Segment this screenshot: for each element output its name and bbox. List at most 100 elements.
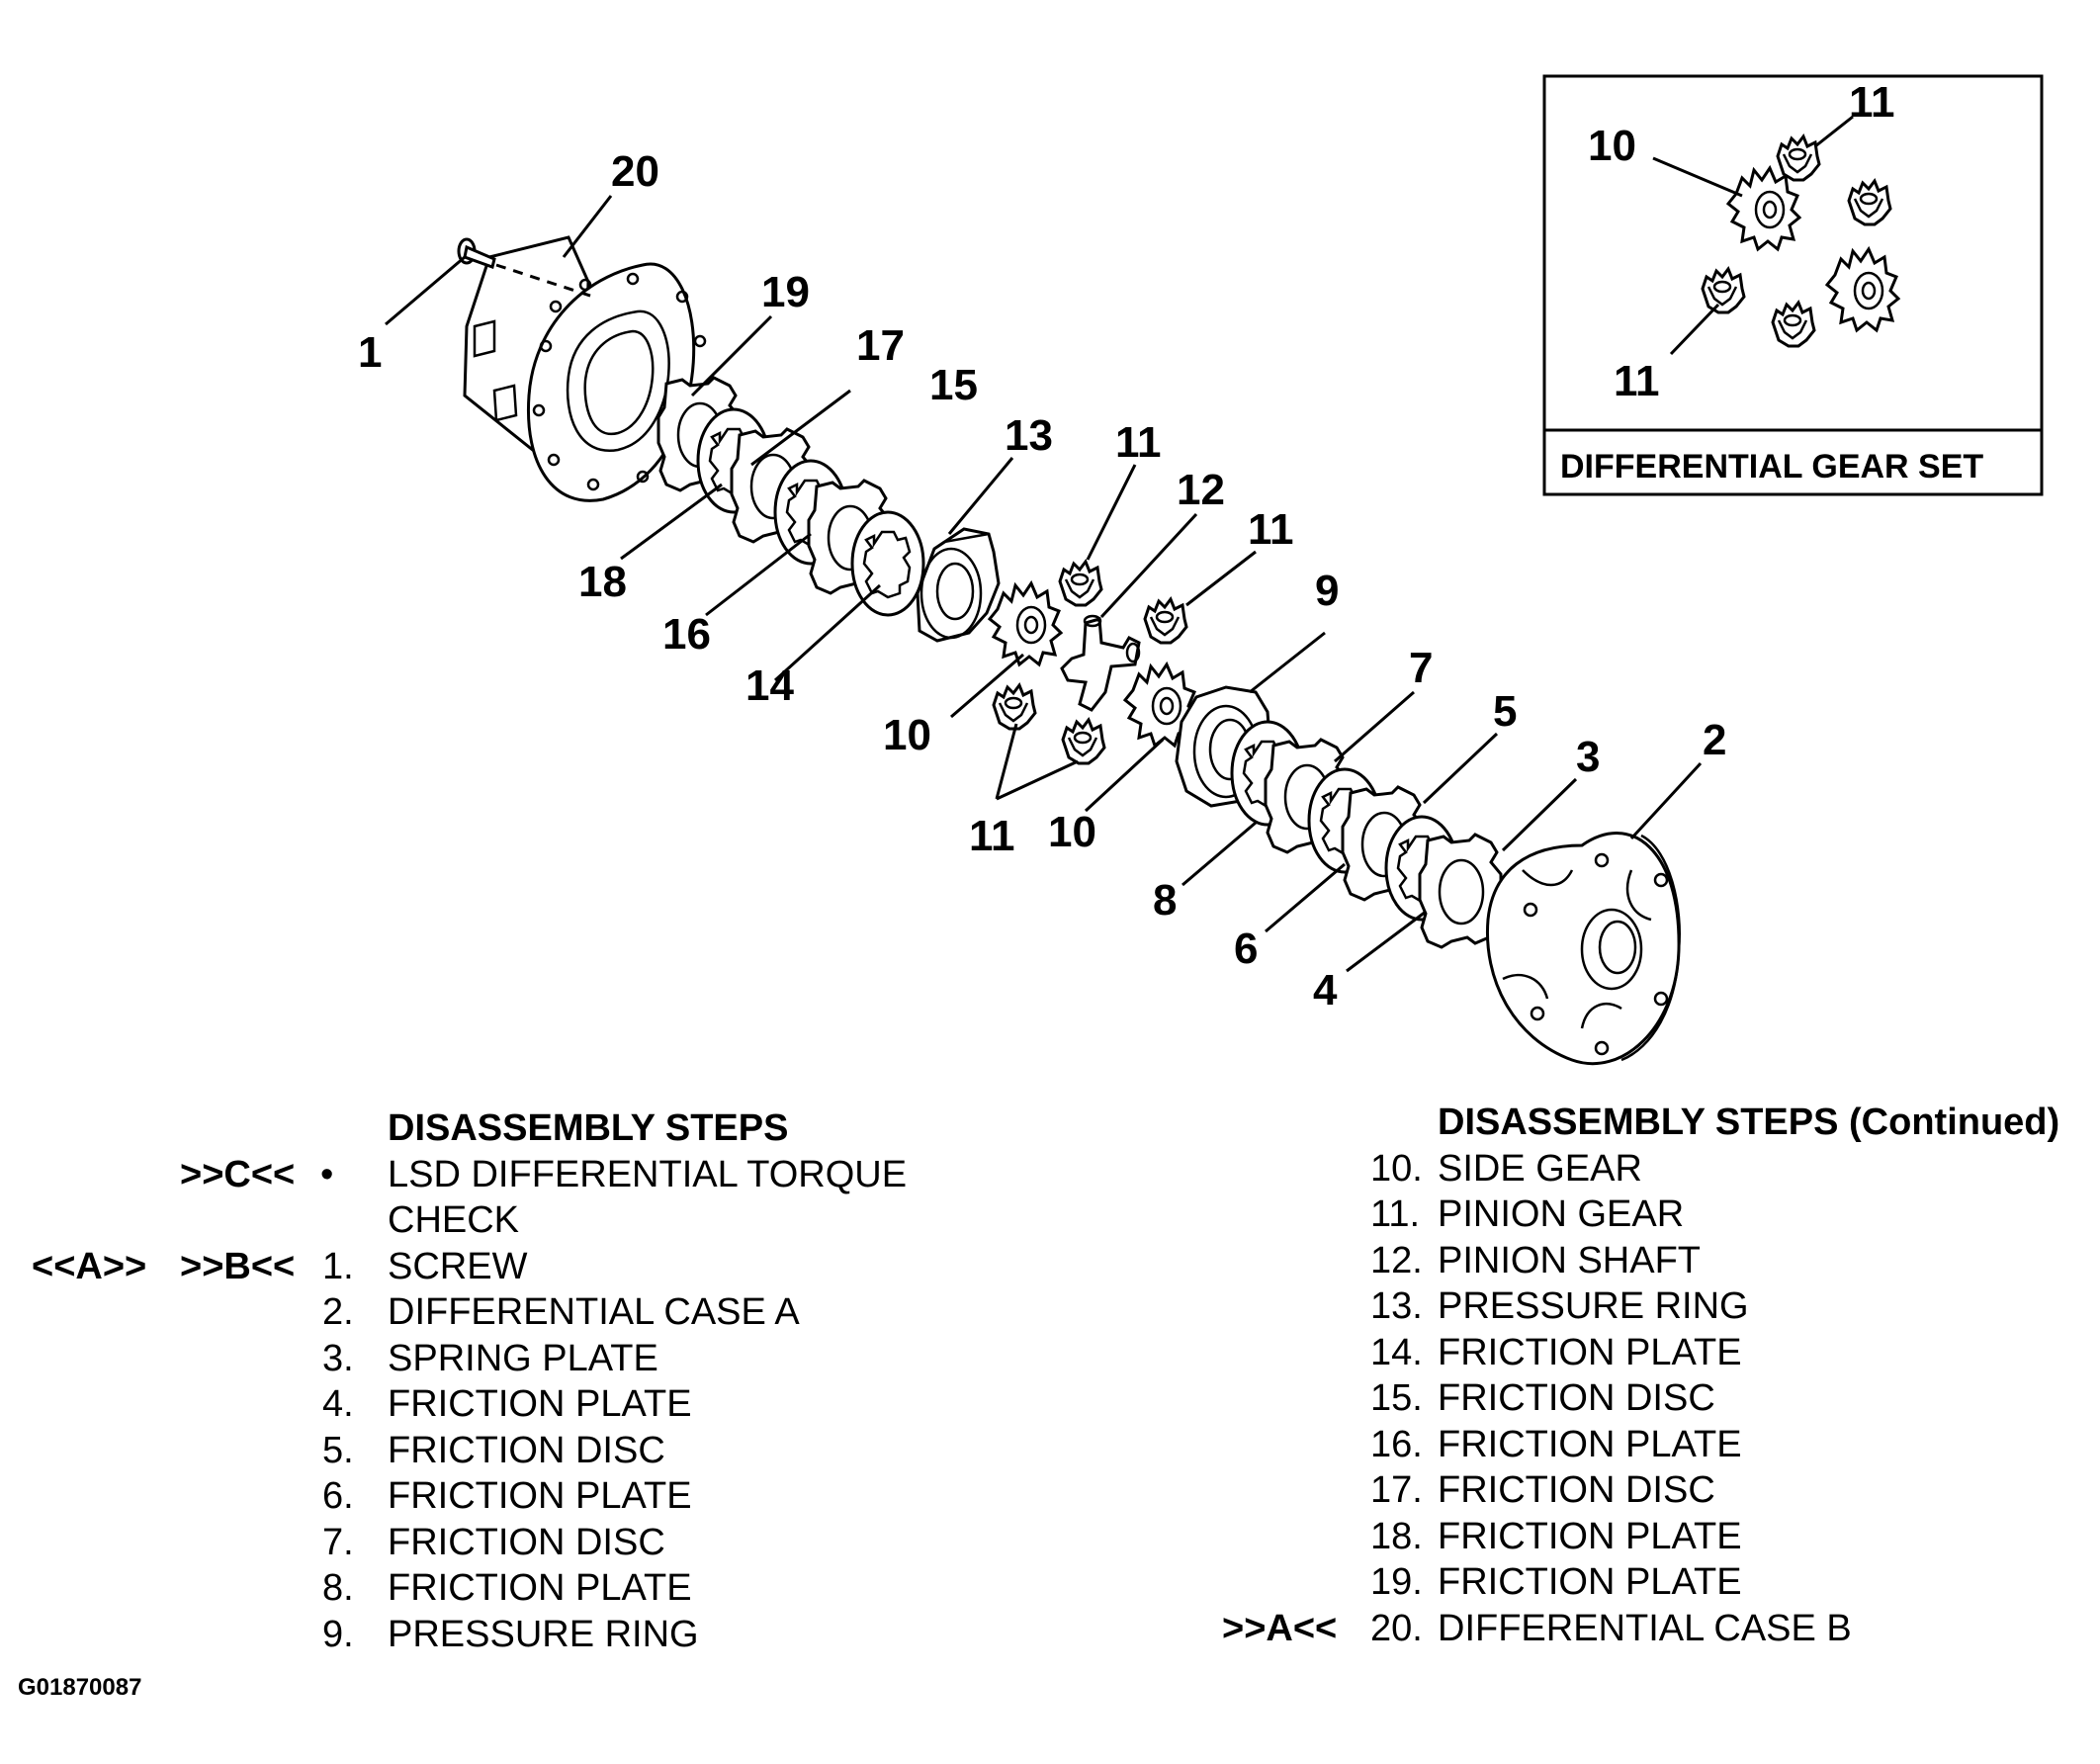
callout-4: 4 (1313, 966, 1338, 1014)
differential-case-a-drawing (1485, 832, 1681, 1066)
step-row: 19. FRICTION PLATE (1186, 1559, 2096, 1606)
steps-right-heading-row: DISASSEMBLY STEPS (Continued) (1186, 1100, 2096, 1146)
step-text: FRICTION DISC (388, 1429, 665, 1471)
step-text: PRESSURE RING (388, 1613, 699, 1655)
step-text: FRICTION PLATE (1438, 1331, 1742, 1373)
pinion-gear-11-drawing (1058, 560, 1103, 607)
step-row: 12. PINION SHAFT (1186, 1238, 2096, 1284)
step-number: 19. (1370, 1561, 1423, 1603)
step-row: 9. PRESSURE RING (0, 1612, 989, 1658)
step-row: 4. FRICTION PLATE (0, 1381, 989, 1428)
step-text: FRICTION DISC (1438, 1377, 1715, 1419)
pinion-gear-11-drawing (1143, 597, 1188, 645)
step-row: 11. PINION GEAR (1186, 1191, 2096, 1238)
step-row: >>A<< 20. DIFFERENTIAL CASE B (1186, 1606, 2096, 1652)
step-row: 8. FRICTION PLATE (0, 1565, 989, 1612)
step-number: 14. (1370, 1331, 1423, 1373)
callout-13: 13 (1005, 411, 1053, 460)
callout-9: 9 (1315, 567, 1339, 615)
step-text: CHECK (388, 1199, 520, 1241)
step-row: 16. FRICTION PLATE (1186, 1422, 2096, 1468)
steps-left-heading: DISASSEMBLY STEPS (388, 1107, 789, 1149)
step-row: CHECK (0, 1197, 989, 1244)
steps-right-heading: DISASSEMBLY STEPS (Continued) (1438, 1102, 2060, 1143)
callout-2: 2 (1703, 716, 1726, 764)
step-row: 2. DIFFERENTIAL CASE A (0, 1289, 989, 1336)
gear-set-inset: DIFFERENTIAL GEAR SET 10 11 11 (1542, 74, 2044, 496)
callout-16: 16 (662, 610, 711, 659)
step-number: 18. (1370, 1515, 1423, 1557)
step-text: SPRING PLATE (388, 1337, 658, 1379)
step-number: 8. (322, 1567, 354, 1609)
step-text: FRICTION PLATE (388, 1475, 692, 1517)
step-mark-b: >>B<< (180, 1245, 296, 1287)
steps-left-heading-row: DISASSEMBLY STEPS (0, 1105, 989, 1152)
step-number: 20. (1370, 1607, 1423, 1649)
step-mark-b: >>C<< (180, 1153, 296, 1195)
step-number: 1. (322, 1245, 354, 1287)
step-row: 7. FRICTION DISC (0, 1520, 989, 1566)
callout-14: 14 (745, 662, 794, 710)
step-text: SCREW (388, 1245, 528, 1287)
step-row: 13. PRESSURE RING (1186, 1283, 2096, 1330)
step-row: 5. FRICTION DISC (0, 1428, 989, 1474)
pressure-ring-13-drawing (916, 527, 1001, 643)
step-number: 6. (322, 1475, 354, 1517)
step-number: 17. (1370, 1469, 1423, 1511)
disassembly-steps-right: DISASSEMBLY STEPS (Continued) 10. SIDE G… (1186, 1100, 2096, 1651)
callout-8: 8 (1153, 876, 1177, 925)
inset-callout-11-bottom: 11 (1614, 357, 1660, 405)
step-text: PINION SHAFT (1438, 1239, 1702, 1281)
step-number: 10. (1370, 1147, 1423, 1190)
callout-20: 20 (611, 147, 659, 196)
step-number: 2. (322, 1291, 354, 1333)
inset-caption: DIFFERENTIAL GEAR SET (1560, 448, 1983, 485)
callout-17: 17 (856, 321, 905, 370)
callout-5: 5 (1493, 687, 1517, 736)
step-number: 3. (322, 1337, 354, 1379)
callout-11-right: 11 (1248, 505, 1294, 554)
step-number: 16. (1370, 1423, 1423, 1465)
step-text: FRICTION DISC (1438, 1469, 1715, 1511)
figure-code: G01870087 (18, 1674, 142, 1701)
bullet-icon: • (320, 1153, 334, 1195)
callout-15: 15 (929, 361, 978, 409)
callout-18: 18 (578, 558, 627, 606)
step-text: SIDE GEAR (1438, 1147, 1642, 1190)
step-number: 7. (322, 1521, 354, 1563)
step-number: 4. (322, 1383, 354, 1425)
callout-7: 7 (1409, 644, 1433, 692)
step-row: 6. FRICTION PLATE (0, 1473, 989, 1520)
step-text: PINION GEAR (1438, 1193, 1685, 1235)
callout-10-upper: 10 (883, 711, 931, 759)
step-row: 10. SIDE GEAR (1186, 1146, 2096, 1192)
side-gear-10-drawing (988, 581, 1063, 666)
pinion-gear-11-drawing (992, 683, 1037, 731)
step-text: DIFFERENTIAL CASE B (1438, 1607, 1852, 1649)
pinion-gear-11-drawing (1061, 718, 1106, 765)
step-row: 17. FRICTION DISC (1186, 1467, 2096, 1514)
disassembly-steps-left: DISASSEMBLY STEPS >>C<< • LSD DIFFERENTI… (0, 1105, 989, 1657)
step-row: <<A>> >>B<< 1. SCREW (0, 1244, 989, 1290)
differential-case-b-drawing (463, 235, 707, 502)
step-mark-a: >>A<< (1222, 1607, 1338, 1649)
step-number: 12. (1370, 1239, 1423, 1281)
callout-11-top: 11 (1115, 418, 1162, 467)
step-row: >>C<< • LSD DIFFERENTIAL TORQUE (0, 1152, 989, 1198)
leader-lines (385, 195, 1703, 973)
pinion-shaft-12-drawing (1060, 614, 1141, 712)
inset-callout-10: 10 (1588, 122, 1636, 170)
callout-3: 3 (1576, 733, 1600, 781)
step-number: 11. (1370, 1193, 1421, 1235)
step-text: FRICTION PLATE (388, 1383, 692, 1425)
step-text: FRICTION DISC (388, 1521, 665, 1563)
step-row: 14. FRICTION PLATE (1186, 1330, 2096, 1376)
step-text: FRICTION PLATE (388, 1567, 692, 1609)
step-text: PRESSURE RING (1438, 1285, 1749, 1327)
step-text: FRICTION PLATE (1438, 1561, 1742, 1603)
callout-11-bottom: 11 (969, 812, 1015, 860)
step-number: 15. (1370, 1377, 1423, 1419)
step-text: FRICTION PLATE (1438, 1423, 1742, 1465)
callout-19: 19 (761, 268, 810, 316)
step-text: DIFFERENTIAL CASE A (388, 1291, 800, 1333)
